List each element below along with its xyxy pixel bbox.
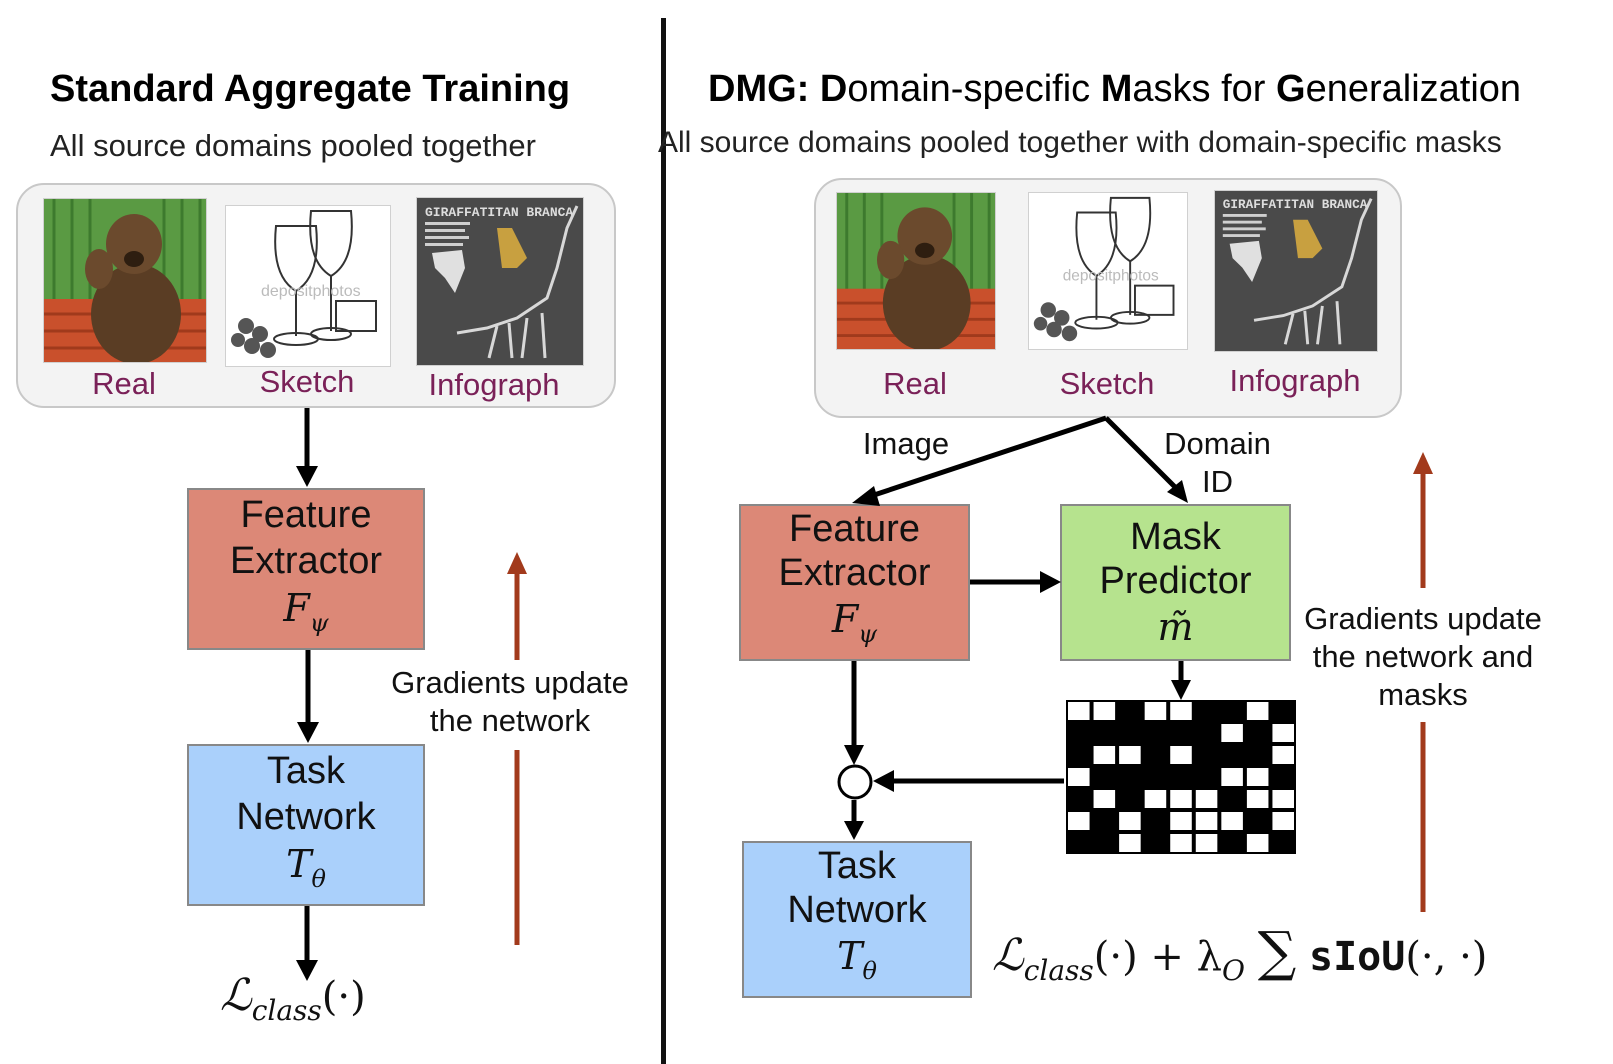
combine-circle [837, 764, 873, 800]
right-loss: ℒclass(·) + λO ∑ sIoU(·, ·) [992, 920, 1488, 987]
mask-grid-cell [1272, 812, 1294, 830]
left-domain-label-infograph: Infograph [428, 367, 560, 402]
left-feature-extractor-symbol: Fψ [283, 585, 329, 637]
right-domain-label-infograph: Infograph [1229, 363, 1361, 398]
arrow-left-task-to-loss [296, 906, 318, 981]
right-subtitle: All source domains pooled together with … [658, 126, 1502, 159]
left-task-network-box: Task Network Tθ [187, 744, 425, 906]
right-sketch-image: depositphotos [1028, 192, 1188, 350]
right-task-network-line2: Network [787, 889, 927, 931]
mask-grid-cell [1272, 790, 1294, 808]
left-task-network-line1: Task [266, 749, 346, 792]
mask-grid-cell [1093, 702, 1116, 720]
mask-grid-cell [1195, 790, 1218, 808]
mask-grid-cell [1093, 746, 1116, 764]
left-task-network-line2: Network [236, 795, 376, 838]
left-feature-extractor-line1: Feature [240, 493, 372, 536]
left-task-network-symbol: Tθ [286, 841, 326, 893]
left-gradient-arrow [507, 552, 527, 945]
right-feature-extractor-line1: Feature [789, 508, 920, 550]
mask-grid-cell [1170, 812, 1192, 830]
right-feature-extractor-symbol: Fψ [831, 597, 878, 648]
mask-grid-cell [1170, 790, 1192, 808]
mask-predictor-line1: Mask [1130, 515, 1221, 558]
mask-predictor-box: Mask Predictor m̃ [1060, 504, 1291, 661]
svg-text:GIRAFFATITAN BRANCA: GIRAFFATITAN BRANCA [1223, 198, 1368, 212]
left-title: Standard Aggregate Training [50, 68, 571, 110]
panel-divider [661, 18, 666, 1064]
mask-grid [1066, 700, 1296, 854]
arrow-mask-to-grid [1171, 661, 1191, 700]
mask-grid-cell [1195, 834, 1218, 852]
left-subtitle: All source domains pooled together [50, 128, 536, 163]
mask-grid-cell [1221, 768, 1243, 786]
mask-grid-cell [1246, 702, 1269, 720]
left-domain-label-real: Real [92, 366, 156, 401]
arrow-feature-to-mask [970, 571, 1061, 593]
arrow-feature-to-combine [844, 661, 864, 765]
arrow-right-domains-to-mask [1104, 416, 1188, 503]
right-task-network-symbol: Tθ [837, 934, 877, 985]
mask-grid-cell [1144, 790, 1167, 808]
arrow-left-domains-to-feature [296, 408, 318, 487]
mask-grid-cell [1170, 746, 1192, 764]
mask-grid-cell [1119, 746, 1141, 764]
right-real-image [836, 192, 996, 350]
left-feature-extractor-line2: Extractor [229, 539, 383, 582]
svg-text:depositphotos: depositphotos [1063, 268, 1159, 285]
left-real-image [43, 198, 207, 363]
right-domain-label-sketch: Sketch [1059, 366, 1155, 401]
mask-grid-cell [1170, 834, 1192, 852]
mask-grid-cell [1246, 768, 1269, 786]
mask-predictor-symbol: m̃ [1157, 604, 1194, 649]
mask-grid-cell [1195, 812, 1218, 830]
svg-text:GIRAFFATITAN BRANCA: GIRAFFATITAN BRANCA [425, 205, 573, 220]
mask-grid-cell [1119, 812, 1141, 830]
left-domain-label-sketch: Sketch [259, 364, 355, 399]
right-task-network-box: Task Network Tθ [742, 841, 972, 998]
right-gradient-note: Gradients update the network and masks [1304, 601, 1542, 712]
mask-grid-cell [1272, 746, 1294, 764]
left-feature-extractor-box: Feature Extractor Fψ [187, 488, 425, 650]
left-gradient-note: Gradients update the network [391, 665, 629, 738]
right-gradient-arrow [1413, 452, 1433, 912]
arrow-right-domains-to-feature [852, 415, 1107, 506]
mask-grid-cell [1068, 702, 1090, 720]
mask-grid-cell [1119, 834, 1141, 852]
mask-grid-cell [1221, 724, 1243, 742]
right-feature-extractor-box: Feature Extractor Fψ [739, 504, 970, 661]
mask-grid-cell [1068, 812, 1090, 830]
mask-grid-cell [1221, 812, 1243, 830]
right-domain-label-real: Real [883, 366, 947, 401]
mask-grid-cell [1246, 790, 1269, 808]
domain-id-edge-label: Domain ID [1164, 426, 1271, 499]
right-task-network-line1: Task [817, 845, 897, 887]
arrow-grid-to-combine [873, 770, 1064, 792]
right-title: DMG: Domain-specific Masks for Generaliz… [708, 68, 1522, 110]
right-infograph-image: GIRAFFATITAN BRANCA [1214, 190, 1378, 352]
mask-grid-cell [1272, 724, 1294, 742]
mask-grid-cell [1246, 834, 1269, 852]
mask-grid-cell [1093, 790, 1116, 808]
mask-grid-cell [1144, 702, 1167, 720]
right-feature-extractor-line2: Extractor [778, 552, 931, 594]
mask-grid-cell [1170, 702, 1192, 720]
svg-text:depositphotos: depositphotos [261, 283, 361, 300]
mask-predictor-line2: Predictor [1099, 559, 1252, 602]
arrow-left-feature-to-task [297, 650, 319, 743]
arrow-combine-to-task [844, 800, 864, 840]
left-sketch-image: depositphotos [225, 205, 391, 367]
left-infograph-image: GIRAFFATITAN BRANCA [416, 197, 584, 366]
mask-grid-cell [1068, 768, 1090, 786]
image-edge-label: Image [862, 426, 950, 461]
left-loss: ℒclass(·) [220, 970, 366, 1027]
